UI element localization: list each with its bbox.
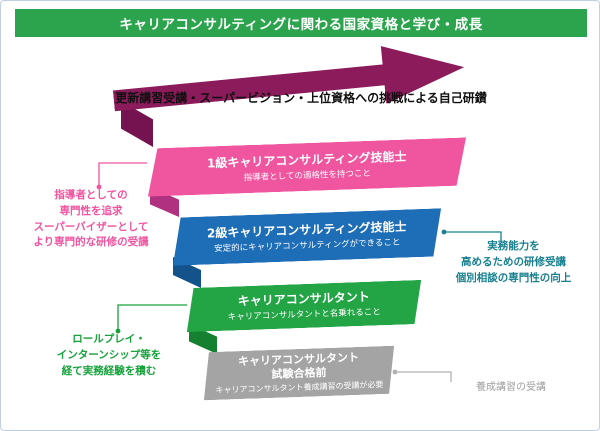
connector-supervisor [98, 162, 147, 187]
level-title: キャリアコンサルタント 試験合格前 [237, 351, 360, 381]
growth-arrow [111, 38, 467, 129]
annotation-practical-skills: 実務能力を 高めるための研修受講 個別相談の専門性の向上 [455, 240, 572, 284]
level-bar-grade1-gino-shi: 1級キャリアコンサルティング技能士 指導者としての適格性を持つこと [146, 137, 467, 196]
growth-arrow-label: 更新講習受講・スーパービジョン・上位資格への挑戦による自己研鑽 [115, 91, 487, 105]
annotation-supervisor-training: 指導者としての 専門性を追求 スーパーバイザーとして より専門的な研修の受講 [33, 189, 149, 249]
level-bar-pre-exam: キャリアコンサルタント 試験合格前 キャリアコンサルタント養成講習の受講が必要 [202, 346, 396, 401]
level-bar-consultant: キャリアコンサルタント キャリアコンサルタントと名乗れること [185, 280, 422, 332]
title-banner: キャリアコンサルティングに関わる国家資格と学び・成長 [15, 9, 587, 37]
level-bar-grade2-gino-shi: 2級キャリアコンサルティング技能士 安定的にキャリアコンサルティングができること [171, 208, 443, 265]
connector-roleplay [117, 304, 187, 331]
level-subtitle: キャリアコンサルタントと名乗れること [227, 307, 381, 323]
annotation-yosei-training: 養成講習の受講 [476, 382, 546, 393]
connector-training-dot [392, 369, 398, 375]
level-subtitle: 指導者としての適格性を持つこと [243, 168, 372, 184]
annotation-roleplay-internship: ロールプレイ・ インターンシップ等を 経て実務経験を積む [56, 333, 162, 377]
level-title: 1級キャリアコンサルティング技能士 [206, 149, 407, 171]
page-title: キャリアコンサルティングに関わる国家資格と学び・成長 [119, 17, 483, 33]
connector-practical-dot [441, 229, 447, 235]
